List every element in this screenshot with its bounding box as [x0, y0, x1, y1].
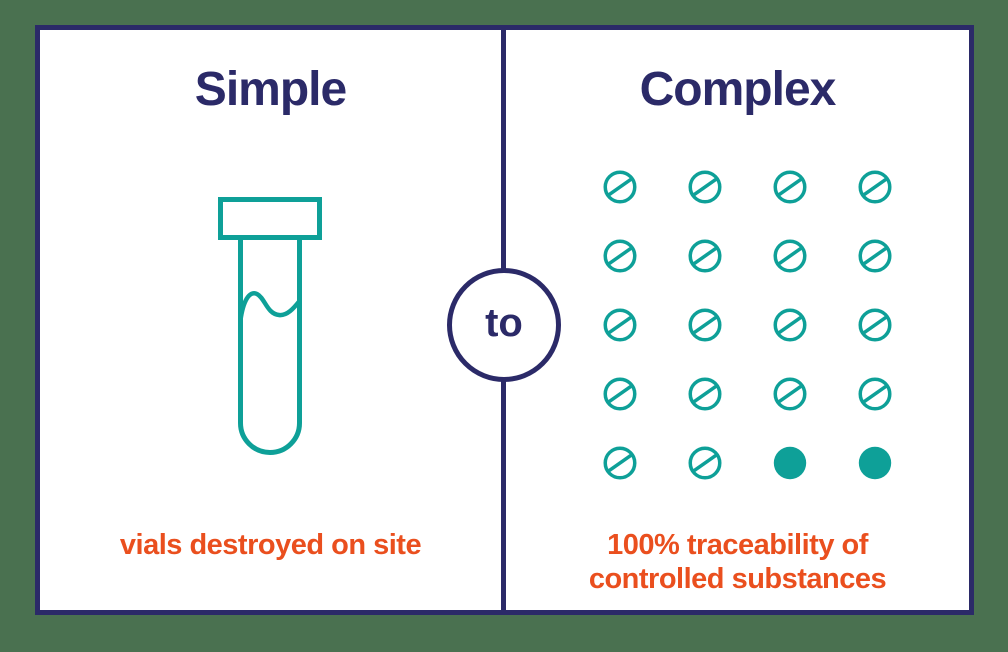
scored-tablet-icon [603, 377, 637, 411]
scored-tablet-icon [773, 377, 807, 411]
pill-grid [603, 170, 892, 480]
scored-tablet-icon [858, 239, 892, 273]
to-connector: to [447, 268, 561, 382]
complex-caption-line-2: controlled substances [588, 563, 887, 595]
scored-tablet-icon [773, 170, 807, 204]
scored-tablet-icon [688, 377, 722, 411]
solid-dot-icon [773, 446, 807, 480]
scored-tablet-icon [603, 308, 637, 342]
solid-dot-icon [858, 446, 892, 480]
complex-title: Complex [639, 63, 837, 116]
scored-tablet-icon [688, 308, 722, 342]
scored-tablet-icon [603, 239, 637, 273]
complex-panel: Complex 100% traceability of controlled … [506, 30, 969, 610]
comparison-box: Simple vials destroyed on site Complex 1… [35, 25, 974, 615]
scored-tablet-icon [688, 170, 722, 204]
scored-tablet-icon [858, 377, 892, 411]
scored-tablet-icon [603, 446, 637, 480]
complex-caption-line-1: 100% traceability of [607, 529, 868, 561]
scored-tablet-icon [773, 239, 807, 273]
simple-title: Simple [194, 63, 347, 116]
scored-tablet-icon [858, 170, 892, 204]
simple-panel: Simple vials destroyed on site [40, 30, 501, 610]
to-label: to [485, 301, 523, 345]
scored-tablet-icon [773, 308, 807, 342]
scored-tablet-icon [603, 170, 637, 204]
simple-caption: vials destroyed on site [119, 529, 422, 561]
complex-caption: 100% traceability of controlled substanc… [506, 528, 969, 596]
scored-tablet-icon [858, 308, 892, 342]
scored-tablet-icon [688, 239, 722, 273]
scored-tablet-icon [688, 446, 722, 480]
test-tube-vial-icon [210, 194, 330, 460]
